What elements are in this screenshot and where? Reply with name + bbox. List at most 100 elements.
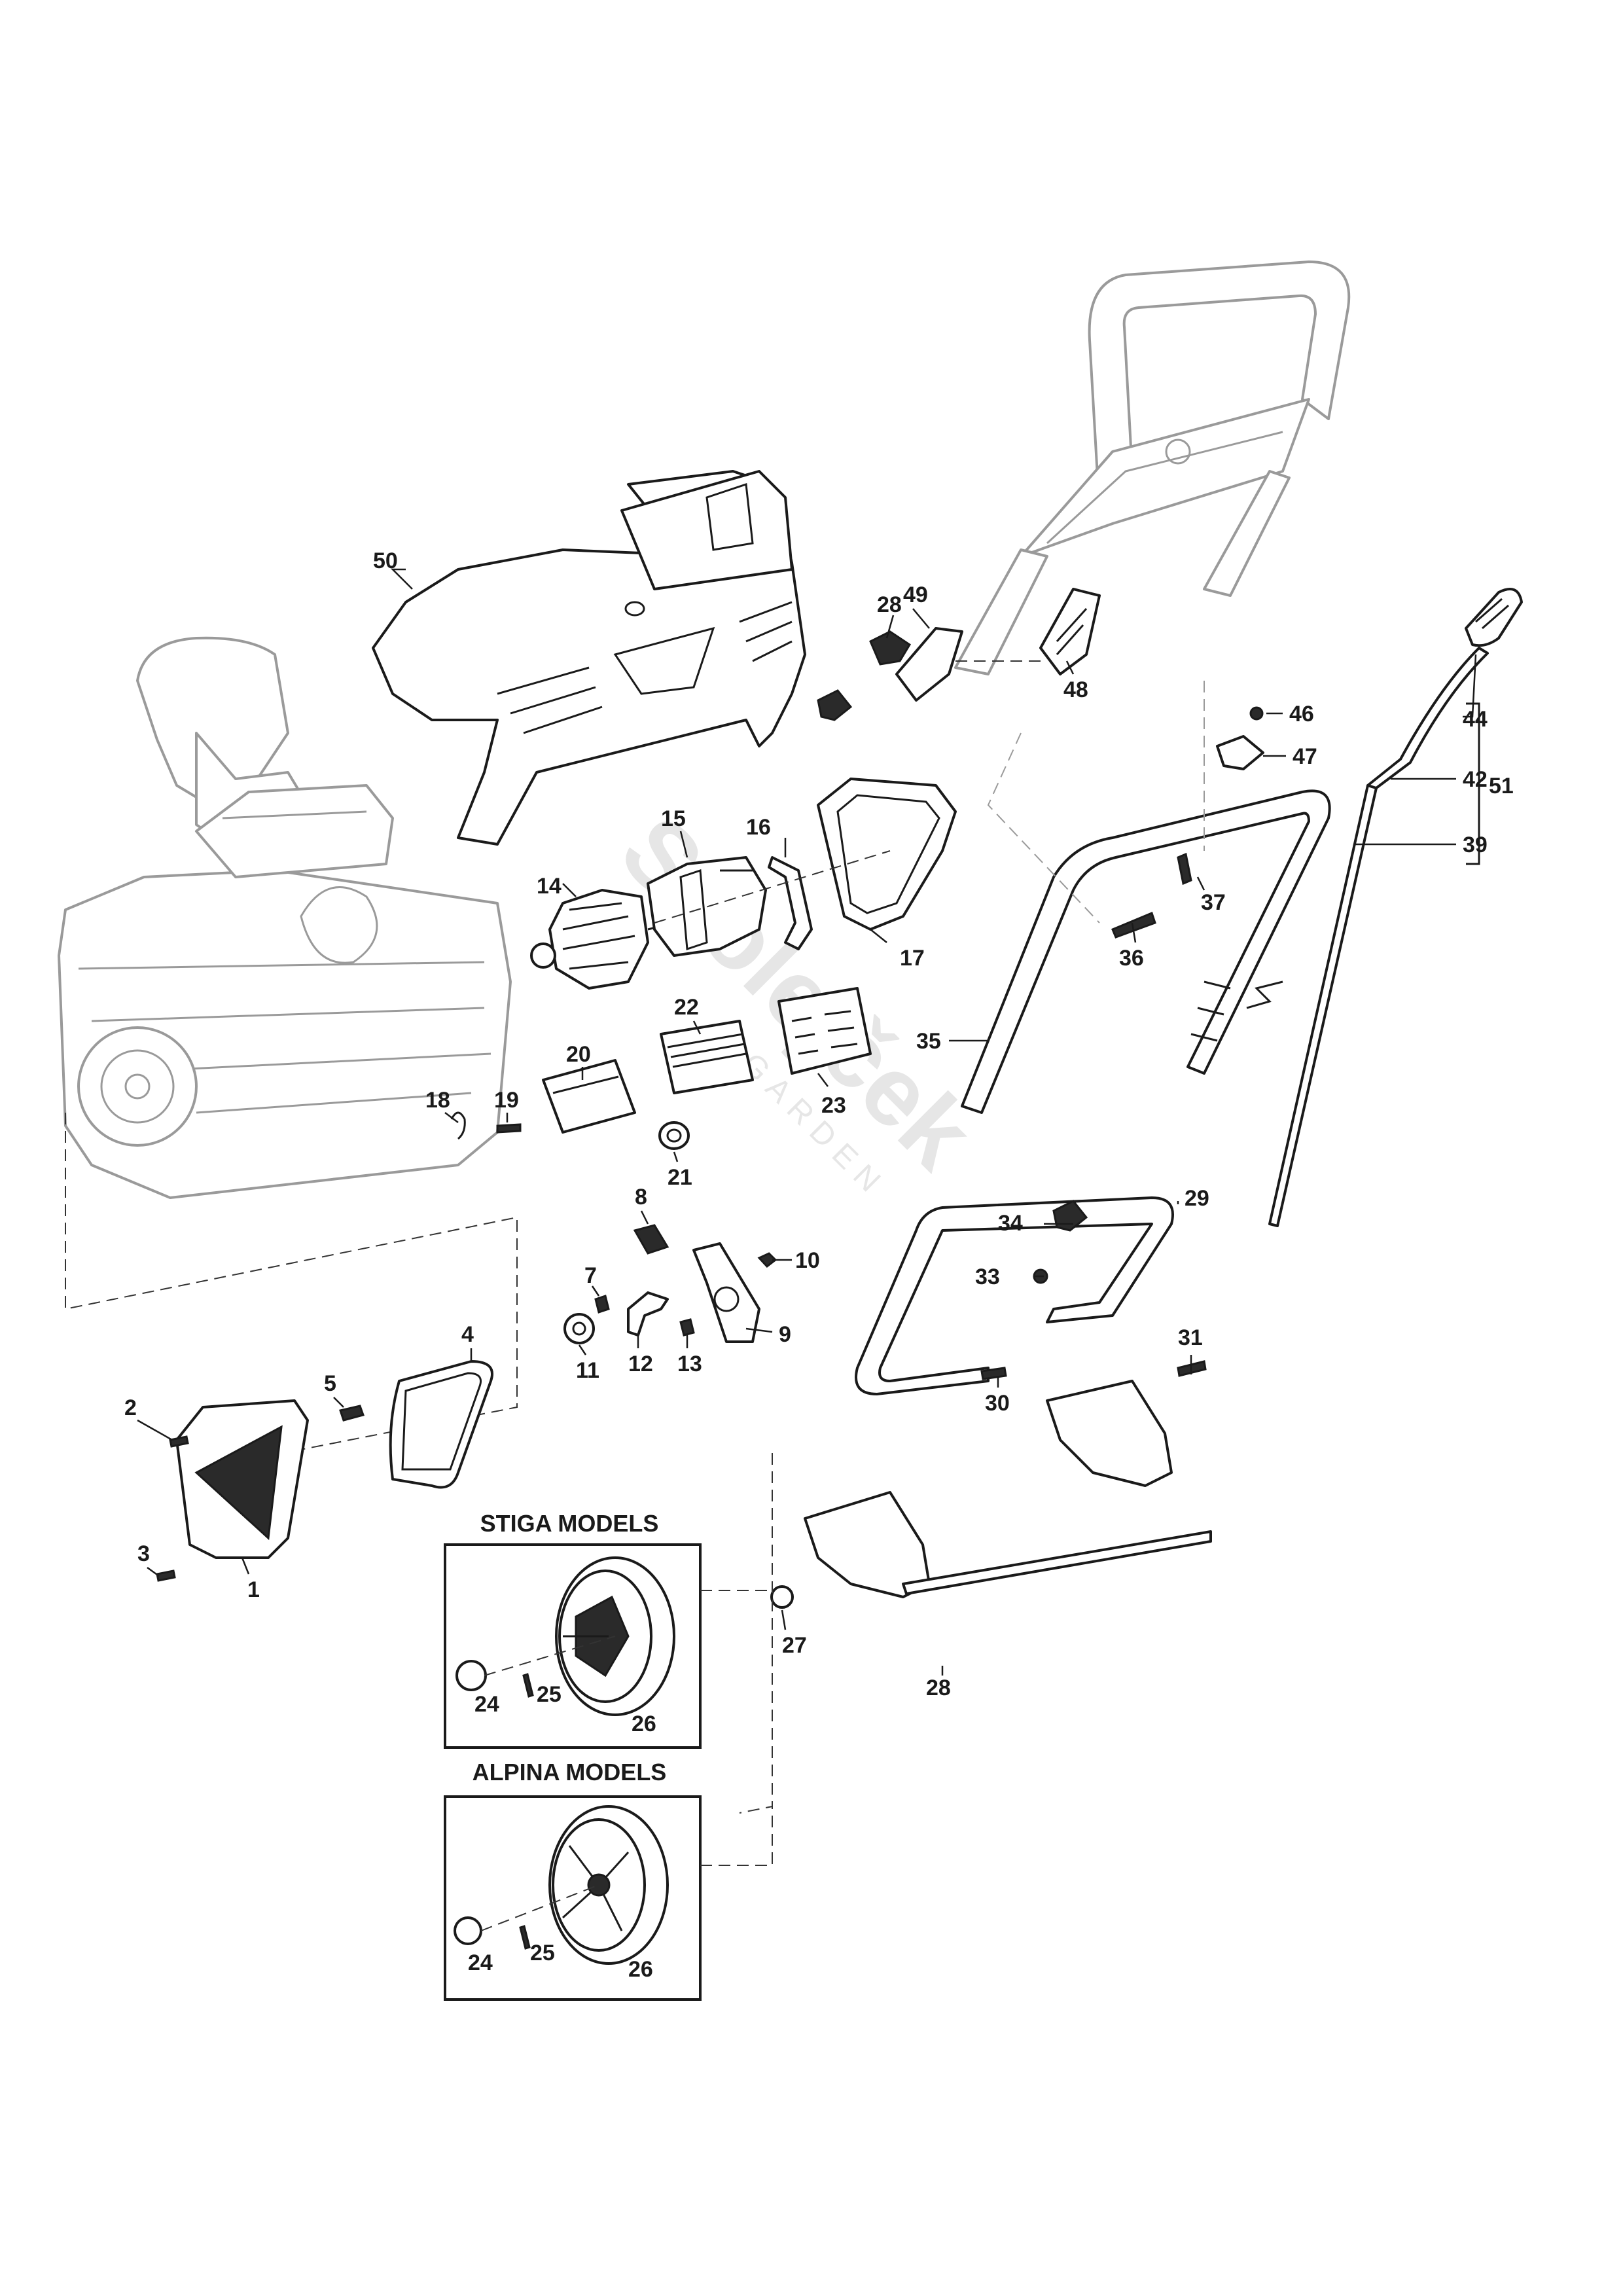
callout-51: 51 bbox=[1489, 774, 1514, 798]
callout-34: 34 bbox=[998, 1211, 1023, 1236]
alpina-callout-24: 24 bbox=[468, 1950, 493, 1975]
screw-part-2 bbox=[169, 1435, 189, 1448]
callout-30: 30 bbox=[985, 1391, 1010, 1416]
hook-part bbox=[1246, 980, 1283, 1009]
handle-grip-part-44 bbox=[1465, 588, 1523, 647]
callout-2: 2 bbox=[124, 1395, 137, 1420]
stiga-callout-25: 25 bbox=[537, 1682, 562, 1707]
callout-12: 12 bbox=[628, 1352, 653, 1376]
panel-connector-guide bbox=[700, 1590, 773, 1866]
stiga-hubcap-part-24 bbox=[455, 1660, 487, 1691]
axle-dashed-guide bbox=[739, 1453, 773, 1814]
callout-50: 50 bbox=[373, 548, 398, 573]
callout-15: 15 bbox=[661, 806, 686, 831]
heatsink-part-23 bbox=[777, 987, 872, 1075]
stiga-panel-title: STIGA MODELS bbox=[480, 1510, 659, 1537]
rod-part-42 bbox=[1366, 647, 1489, 789]
alpina-pin-part-25 bbox=[519, 1925, 531, 1950]
callout-21: 21 bbox=[668, 1165, 692, 1190]
callout-8: 8 bbox=[635, 1185, 647, 1210]
callout-19: 19 bbox=[494, 1088, 519, 1113]
stiga-callout-26: 26 bbox=[632, 1712, 656, 1736]
callout-13: 13 bbox=[677, 1352, 702, 1376]
callout-46: 46 bbox=[1289, 702, 1314, 726]
callout-44: 44 bbox=[1463, 707, 1488, 732]
pulley-part-11 bbox=[563, 1313, 595, 1344]
callout-16: 16 bbox=[746, 815, 771, 840]
callout-36: 36 bbox=[1119, 946, 1144, 971]
callout-35: 35 bbox=[916, 1029, 941, 1054]
spring-part-8 bbox=[633, 1224, 669, 1255]
leader-lines bbox=[137, 568, 1477, 1676]
callout-1: 1 bbox=[247, 1577, 260, 1602]
screw-part-7 bbox=[594, 1295, 610, 1314]
callout-33: 33 bbox=[975, 1265, 1000, 1289]
callout-49: 49 bbox=[903, 583, 928, 607]
motor-housing-part-15 bbox=[647, 856, 767, 957]
screw-part-5 bbox=[339, 1405, 365, 1422]
bushing-part-27 bbox=[770, 1585, 794, 1609]
motor-part-14 bbox=[530, 889, 675, 990]
alpina-wheel-part-26 bbox=[548, 1805, 669, 1965]
top-cover-part-50 bbox=[372, 470, 806, 846]
upper-handle-dashed-guide bbox=[987, 681, 1205, 924]
housing-context bbox=[58, 636, 512, 1199]
callout-10: 10 bbox=[795, 1248, 820, 1273]
callout-29: 29 bbox=[1185, 1186, 1209, 1211]
callout-17: 17 bbox=[900, 946, 925, 971]
callout-48: 48 bbox=[1063, 677, 1088, 702]
cable-guide-part-48 bbox=[1039, 588, 1101, 675]
pulley-cover-part-17 bbox=[817, 778, 957, 931]
bolt-part-36 bbox=[1111, 911, 1156, 939]
stiga-pin-part-25 bbox=[522, 1673, 534, 1698]
screw-part-30 bbox=[980, 1367, 1007, 1380]
callout-labels: 50 28 49 48 46 47 44 42 39 51 37 36 35 2… bbox=[124, 548, 1514, 1982]
callout-20: 20 bbox=[566, 1042, 591, 1067]
control-board-part-20 bbox=[542, 1059, 636, 1134]
alpina-callout-26: 26 bbox=[628, 1957, 653, 1982]
callout-3: 3 bbox=[137, 1541, 150, 1566]
belt-part-4 bbox=[389, 1360, 493, 1489]
callout-9: 9 bbox=[779, 1322, 791, 1347]
mounting-plate-part-9 bbox=[692, 1242, 760, 1343]
callout-11: 11 bbox=[576, 1358, 599, 1383]
callout-18: 18 bbox=[425, 1088, 450, 1113]
belt-inner-line bbox=[401, 1372, 482, 1471]
callout-47: 47 bbox=[1293, 744, 1317, 769]
axle-bracket-part-28 bbox=[804, 1380, 1212, 1598]
callout-27: 27 bbox=[782, 1633, 807, 1658]
upper-handle-context bbox=[954, 260, 1351, 675]
knob-part-28-lower bbox=[817, 689, 853, 721]
callout-39: 39 bbox=[1463, 833, 1488, 857]
nut-part-46 bbox=[1249, 706, 1264, 721]
screw-part-19 bbox=[496, 1123, 522, 1134]
clip-part-18 bbox=[450, 1111, 466, 1140]
alpina-panel-title: ALPINA MODELS bbox=[473, 1759, 667, 1785]
callout-14: 14 bbox=[537, 874, 562, 899]
stiga-callout-24: 24 bbox=[474, 1692, 499, 1717]
alpina-callout-25: 25 bbox=[530, 1941, 555, 1965]
callout-7: 7 bbox=[584, 1263, 597, 1288]
screw-part-37 bbox=[1177, 852, 1192, 886]
callout-37: 37 bbox=[1201, 890, 1226, 915]
callout-5: 5 bbox=[324, 1371, 336, 1396]
lower-handle-part-35 bbox=[961, 789, 1331, 1114]
plate-part-49 bbox=[895, 627, 963, 702]
callout-42: 42 bbox=[1463, 767, 1488, 792]
callout-28-top: 28 bbox=[877, 592, 902, 617]
pin-part-13 bbox=[679, 1318, 695, 1336]
belt-cover-part-1 bbox=[175, 1399, 309, 1559]
alpina-models-panel: ALPINA MODELS bbox=[444, 1759, 702, 2001]
control-board-part-22 bbox=[660, 1020, 754, 1094]
bracket-part-16 bbox=[768, 856, 813, 950]
stiga-models-panel: STIGA MODELS bbox=[444, 1510, 702, 1749]
chute-rod-part-39 bbox=[1268, 784, 1378, 1227]
motor-axis-guide bbox=[654, 850, 891, 924]
tension-arm-part-12 bbox=[627, 1291, 669, 1336]
callout-28-bottom: 28 bbox=[926, 1676, 951, 1700]
screw-part-3 bbox=[156, 1570, 176, 1582]
bushing-part-21 bbox=[658, 1121, 690, 1150]
alpina-hubcap-part-24 bbox=[454, 1916, 482, 1945]
callout-23: 23 bbox=[821, 1093, 846, 1118]
